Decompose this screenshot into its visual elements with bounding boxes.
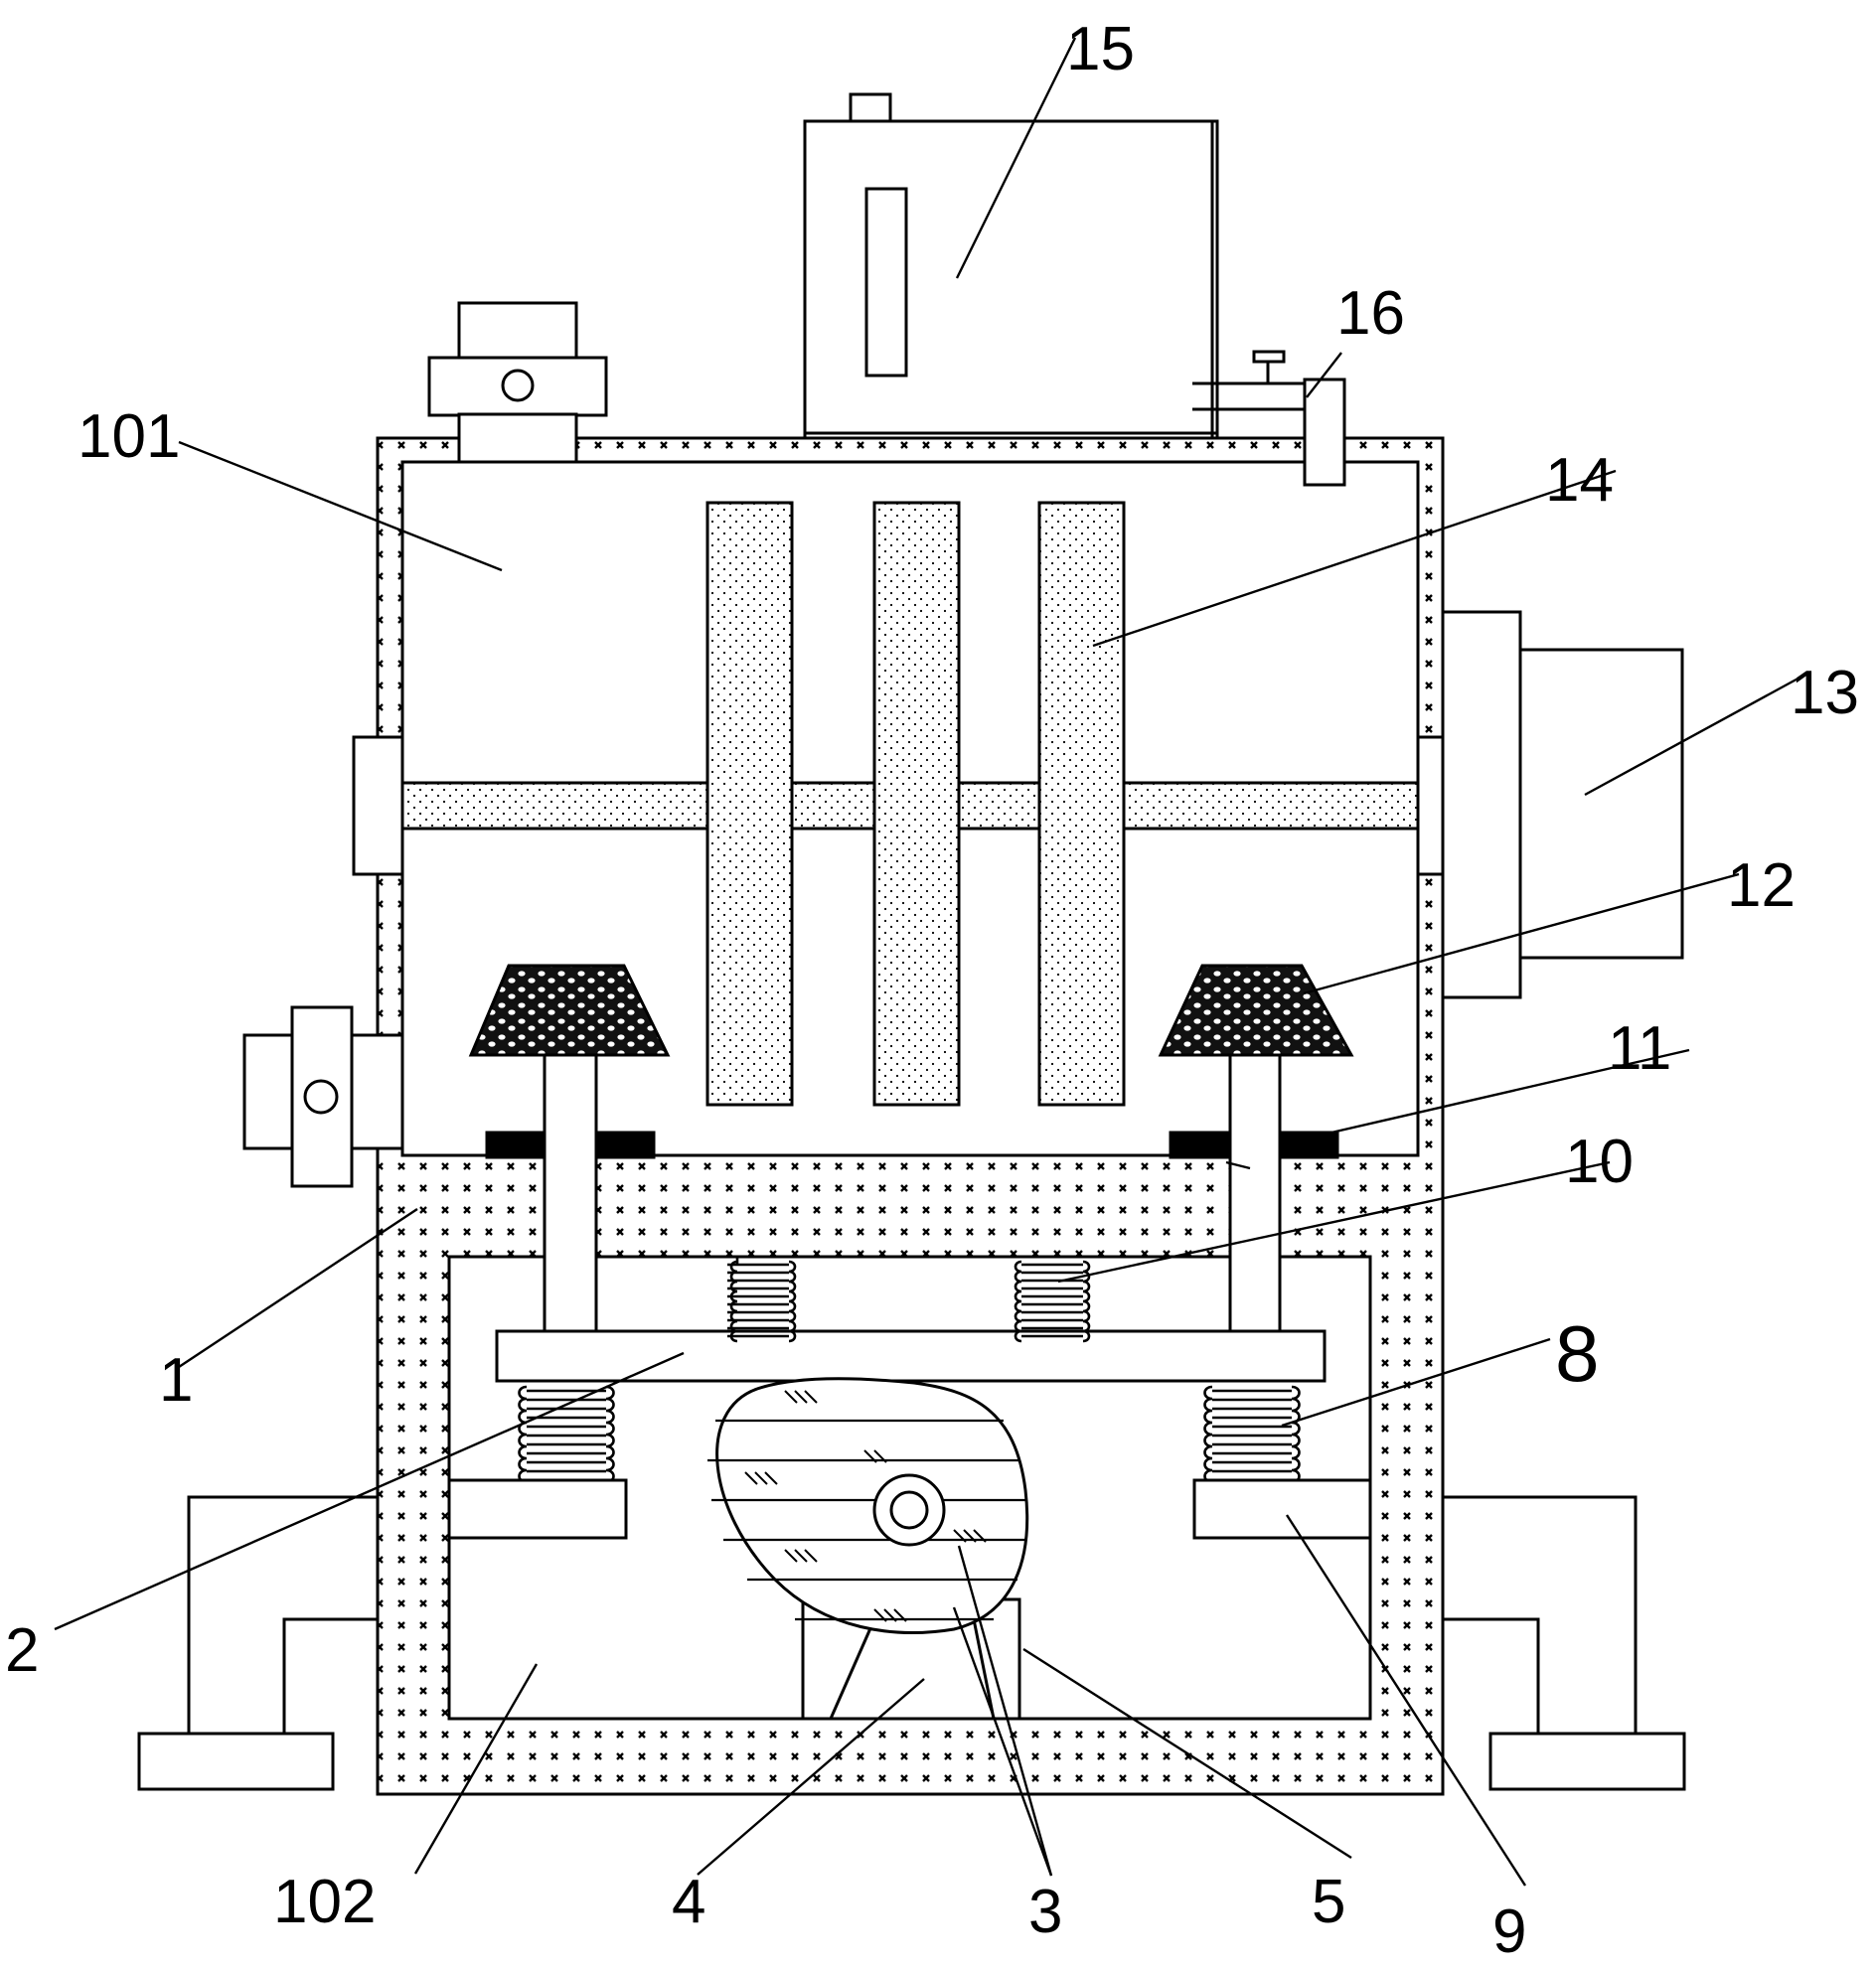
label-3: 3 <box>1028 1878 1062 1946</box>
drive-motor <box>1441 610 1684 999</box>
part-labels: 15 16 101 14 13 12 11 10 8 1 2 102 4 3 5… <box>5 15 1859 1966</box>
upper-springs <box>727 1257 1091 1343</box>
seal-blocks <box>485 1131 1339 1159</box>
label-10: 10 <box>1565 1128 1634 1196</box>
label-8: 8 <box>1555 1309 1600 1398</box>
label-9: 9 <box>1492 1897 1526 1964</box>
label-5: 5 <box>1312 1868 1345 1936</box>
lifting-plate <box>495 1329 1327 1383</box>
spring-supports <box>447 1478 1372 1540</box>
label-102: 102 <box>273 1868 376 1936</box>
outlet-pipe-valve <box>1192 350 1346 487</box>
top-feed-valve <box>427 301 608 464</box>
label-101: 101 <box>78 402 180 471</box>
lower-springs <box>518 1385 1301 1484</box>
label-15: 15 <box>1066 15 1135 83</box>
label-12: 12 <box>1727 851 1796 920</box>
liquid-tank <box>803 92 1219 440</box>
leader-lines <box>54 37 1804 1887</box>
label-14: 14 <box>1545 446 1614 515</box>
grinding-heads <box>468 964 1354 1057</box>
label-16: 16 <box>1336 279 1405 348</box>
eccentric-cam <box>707 1377 1029 1634</box>
stirring-blades <box>705 501 1126 1107</box>
lift-rods <box>543 1053 1282 1333</box>
side-discharge-valve <box>242 1005 404 1188</box>
label-11: 11 <box>1608 1014 1671 1083</box>
label-1: 1 <box>159 1346 193 1415</box>
support-legs <box>137 1495 1686 1791</box>
label-2: 2 <box>5 1616 39 1685</box>
left-bearing <box>352 735 404 876</box>
label-13: 13 <box>1791 659 1859 727</box>
label-4: 4 <box>672 1868 705 1936</box>
